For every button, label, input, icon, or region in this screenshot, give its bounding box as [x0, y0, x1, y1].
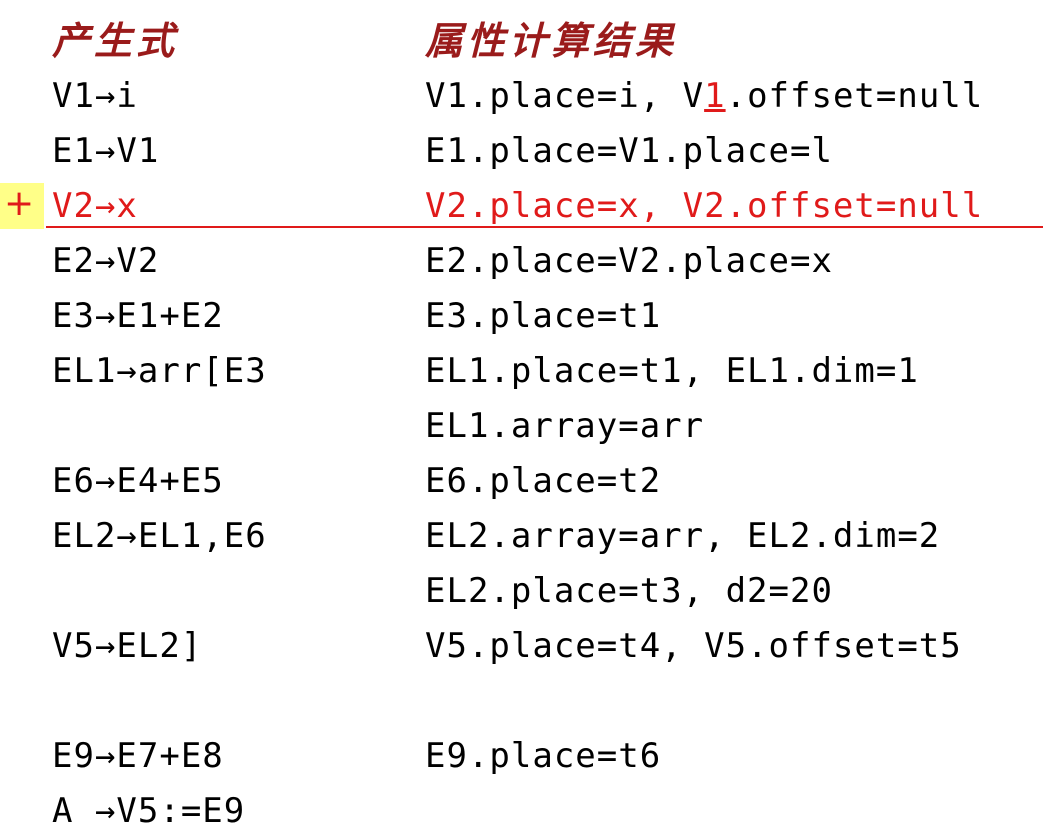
attribute-result-header: 属性计算结果	[425, 18, 678, 63]
rule-row: E3→E1+E2 E3.place=t1	[0, 291, 1059, 341]
insertion-marker: +	[0, 183, 44, 229]
attribute-cell: EL2.array=arr, EL2.dim=2	[425, 516, 941, 556]
production-cell: E6→E4+E5	[52, 461, 224, 501]
attribute-cell: EL1.array=arr	[425, 406, 705, 446]
rule-row: V5→EL2] V5.place=t4, V5.offset=t5	[0, 621, 1059, 671]
rule-row: E9→E7+E8 E9.place=t6	[0, 731, 1059, 781]
production-cell: V1→i	[52, 76, 138, 116]
production-cell: E9→E7+E8	[52, 736, 224, 776]
rule-row: E2→V2 E2.place=V2.place=x	[0, 236, 1059, 286]
production-header: 产生式	[52, 18, 179, 63]
production-cell: E2→V2	[52, 241, 160, 281]
attribute-cell: V1.place=i, V1.offset=null	[425, 76, 984, 116]
edit-mark: 1	[704, 76, 726, 116]
production-cell: V5→EL2]	[52, 626, 203, 666]
attribute-cell: E3.place=t1	[425, 296, 662, 336]
rule-row: A →V5:=E9	[0, 786, 1059, 836]
attribute-cell: V5.place=t4, V5.offset=t5	[425, 626, 962, 666]
rule-row: EL1.array=arr	[0, 401, 1059, 451]
production-cell: EL1→arr[E3	[52, 351, 267, 391]
production-cell: EL2→EL1,E6	[52, 516, 267, 556]
rule-row: EL2.place=t3, d2=20	[0, 566, 1059, 616]
production-cell: V2→x	[52, 186, 138, 226]
attribute-cell: E6.place=t2	[425, 461, 662, 501]
inserted-rule-row: + V2→x V2.place=x, V2.offset=null	[0, 181, 1059, 231]
attribute-cell: V2.place=x, V2.offset=null	[425, 186, 984, 226]
rule-row: EL2→EL1,E6 EL2.array=arr, EL2.dim=2	[0, 511, 1059, 561]
rule-row: V1→i V1.place=i, V1.offset=null	[0, 71, 1059, 121]
attribute-cell: E2.place=V2.place=x	[425, 241, 833, 281]
production-cell: E1→V1	[52, 131, 160, 171]
rule-row: EL1→arr[E3 EL1.place=t1, EL1.dim=1	[0, 346, 1059, 396]
attribute-cell: E9.place=t6	[425, 736, 662, 776]
attribute-cell: E1.place=V1.place=l	[425, 131, 833, 171]
rule-row: E1→V1 E1.place=V1.place=l	[0, 126, 1059, 176]
rule-row: E6→E4+E5 E6.place=t2	[0, 456, 1059, 506]
production-cell: E3→E1+E2	[52, 296, 224, 336]
production-cell: A →V5:=E9	[52, 791, 246, 831]
attribute-cell: EL1.place=t1, EL1.dim=1	[425, 351, 919, 391]
attribute-cell: EL2.place=t3, d2=20	[425, 571, 833, 611]
